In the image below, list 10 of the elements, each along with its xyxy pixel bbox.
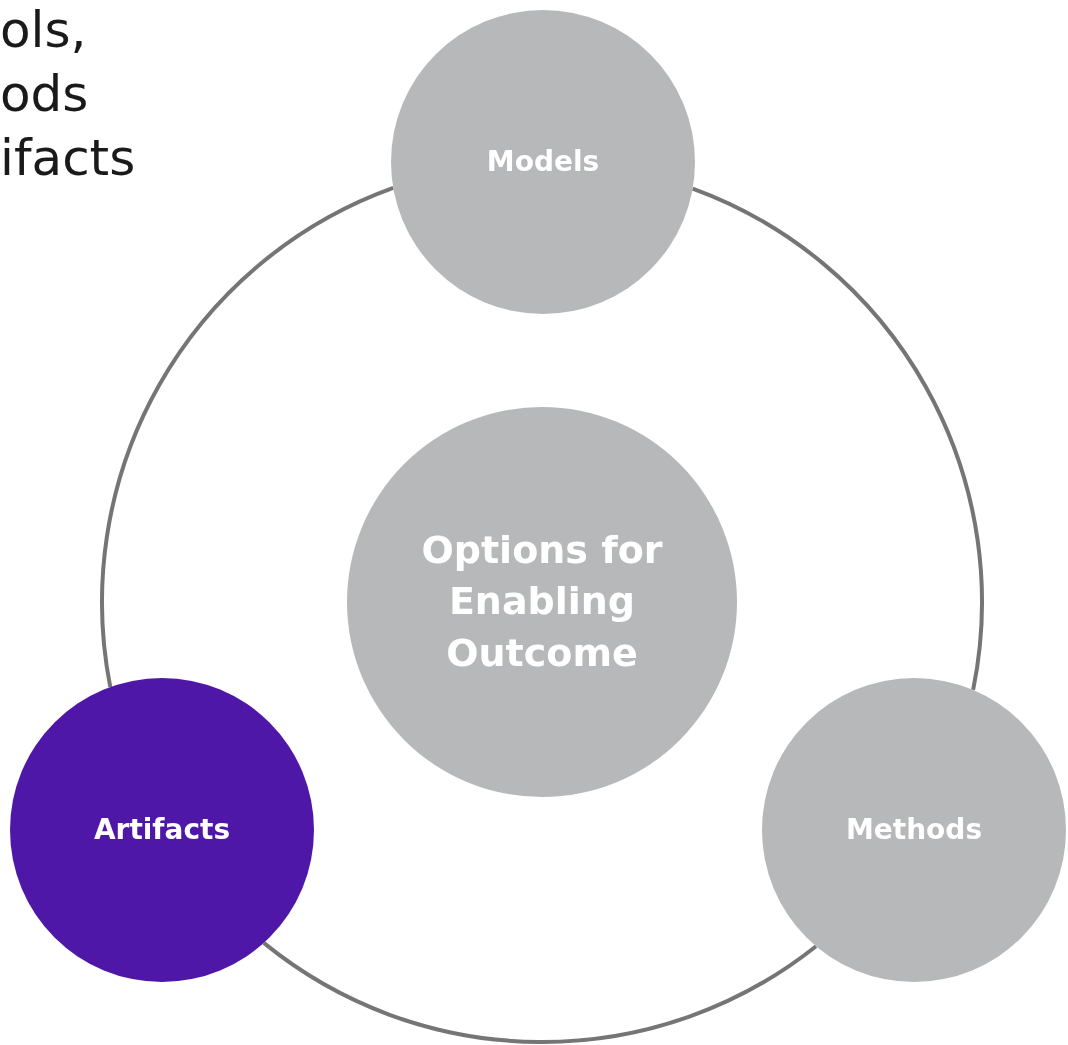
connector-arc [262,941,818,1044]
node-label: Options for Enabling Outcome [420,527,664,677]
text-fragment: ols, [0,2,87,60]
connector-arc [100,186,395,688]
node-label: Methods [845,812,983,849]
node-label: Artifacts [93,812,231,849]
text-fragment: ods [0,66,89,124]
text-fragment: ifacts [0,130,136,188]
connector-arc [691,186,984,691]
node-label: Models [486,144,600,181]
